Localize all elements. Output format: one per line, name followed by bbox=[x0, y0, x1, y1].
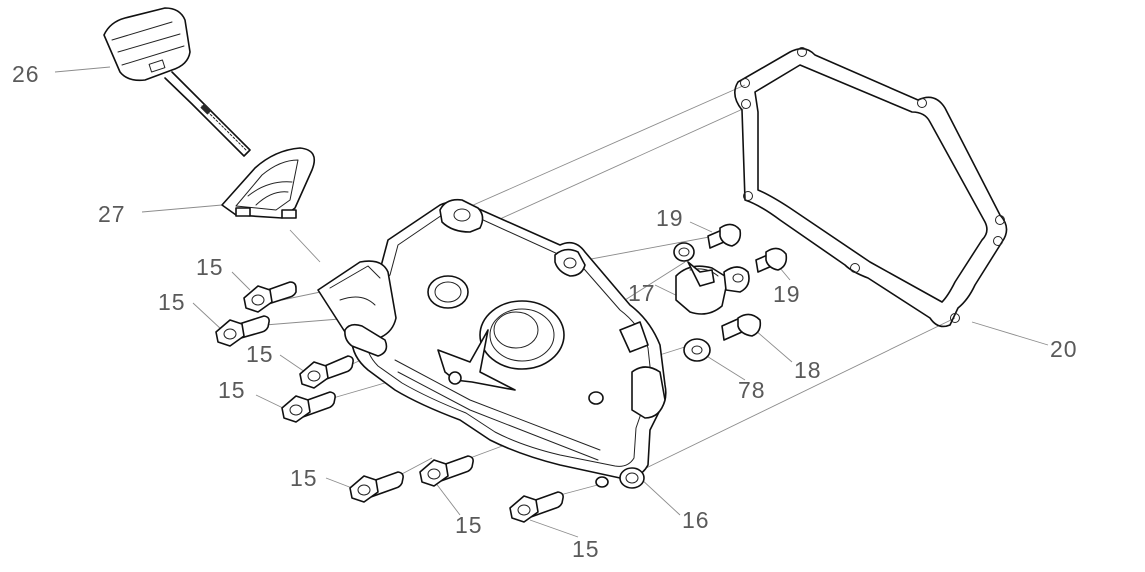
callout-20: 20 bbox=[1050, 336, 1078, 362]
callout-17: 17 bbox=[628, 280, 656, 306]
bolt-19-a bbox=[707, 223, 742, 249]
callout-27: 27 bbox=[98, 201, 126, 227]
callout-labels: 26 27 15 15 15 15 15 15 15 16 17 18 19 1… bbox=[12, 61, 1078, 562]
bolt-15-b bbox=[215, 315, 270, 347]
callout-15: 15 bbox=[218, 377, 246, 403]
callout-16: 16 bbox=[682, 507, 710, 533]
washer-part-78 bbox=[683, 338, 711, 362]
bolt-15-e bbox=[349, 471, 404, 503]
leader-lines bbox=[54, 66, 1049, 538]
bolt-group-15 bbox=[215, 281, 564, 523]
callout-19: 19 bbox=[773, 281, 801, 307]
bolt-15-a bbox=[243, 281, 297, 313]
callout-15: 15 bbox=[455, 512, 483, 538]
bolt-15-g bbox=[509, 491, 564, 523]
bolt-15-c bbox=[299, 355, 354, 389]
callout-15: 15 bbox=[196, 254, 224, 280]
bolt-part-18 bbox=[721, 313, 762, 341]
callout-15: 15 bbox=[572, 536, 600, 562]
bolt-19-b bbox=[755, 247, 788, 273]
governor-part-17 bbox=[673, 242, 750, 315]
callout-78: 78 bbox=[738, 377, 766, 403]
callout-19: 19 bbox=[656, 205, 684, 231]
bolt-15-d bbox=[281, 391, 336, 423]
callout-18: 18 bbox=[794, 357, 822, 383]
callout-15: 15 bbox=[246, 341, 274, 367]
filler-seal-part-27 bbox=[221, 147, 316, 219]
dipstick-part-26 bbox=[103, 7, 251, 157]
bolt-15-f bbox=[419, 455, 474, 487]
callout-26: 26 bbox=[12, 61, 40, 87]
gasket-part-20 bbox=[734, 47, 1008, 328]
crankcase-cover bbox=[317, 198, 667, 489]
callout-15: 15 bbox=[158, 289, 186, 315]
callout-15: 15 bbox=[290, 465, 318, 491]
